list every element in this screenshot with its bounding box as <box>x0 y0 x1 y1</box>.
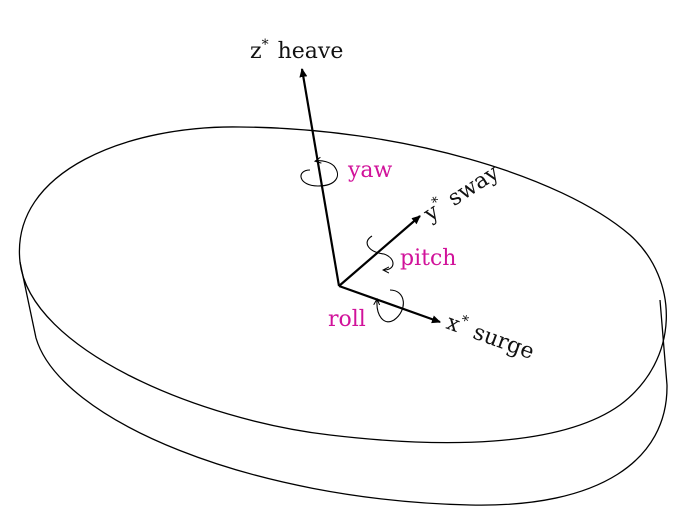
disc-side-wall <box>19 261 668 506</box>
axis-z-sup: * <box>262 37 269 53</box>
axis-z: z* heave <box>250 37 343 287</box>
axis-y-arrow <box>338 215 421 287</box>
axis-z-name: heave <box>278 39 344 64</box>
yaw-label: yaw <box>347 158 393 183</box>
axis-z-var: z <box>250 39 262 64</box>
roll-label: roll <box>328 307 366 332</box>
axis-x: x*surge <box>338 284 538 365</box>
roll-rotation-icon <box>377 289 404 323</box>
axis-y-label: y*sway <box>418 158 505 227</box>
disc-body <box>18 126 668 506</box>
pitch-rotation-icon <box>366 235 394 270</box>
axis-x-label: x*surge <box>443 308 538 365</box>
axis-x-name: surge <box>470 320 538 365</box>
axis-z-arrow <box>299 68 341 287</box>
disc-top-face <box>18 126 667 444</box>
pitch-label: pitch <box>400 246 456 271</box>
axis-y-name: sway <box>444 160 505 212</box>
axis-x-arrow <box>338 284 441 324</box>
axis-z-label: z* heave <box>250 37 343 64</box>
yaw-rotation-icon <box>300 161 338 187</box>
